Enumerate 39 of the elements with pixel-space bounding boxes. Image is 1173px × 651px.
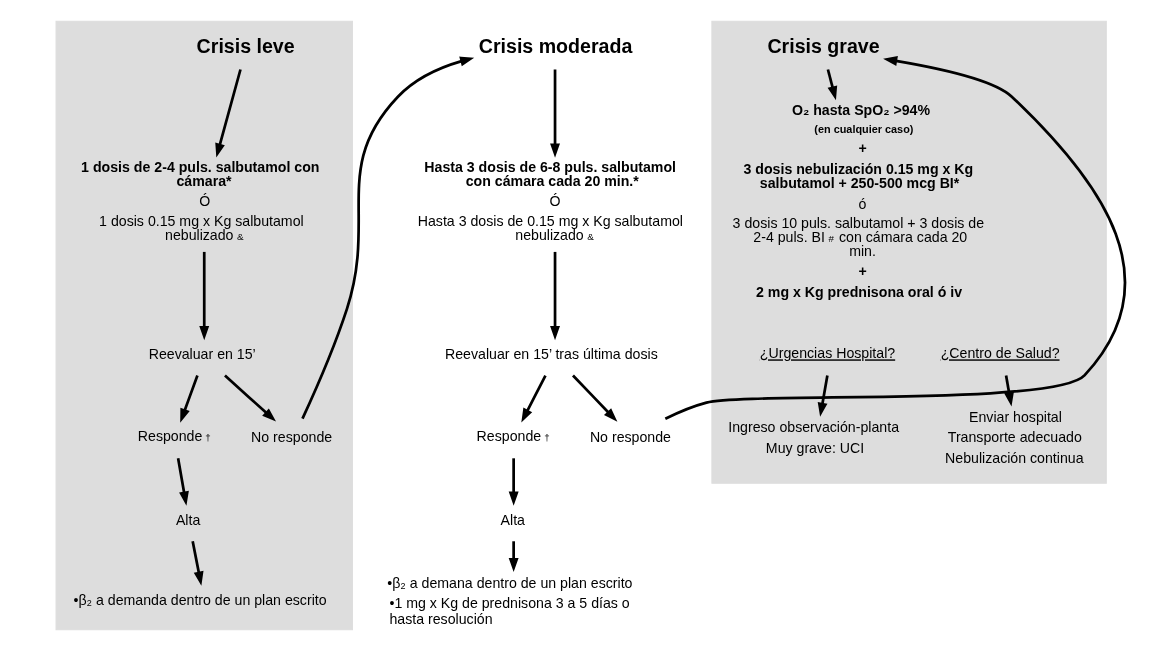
node-text: ¿Centro de Salud? bbox=[940, 345, 1060, 362]
node-text: Ingreso observación-planta Muy grave: UCI bbox=[728, 419, 900, 457]
cluster bbox=[711, 20, 1107, 484]
node-text: Responde† bbox=[476, 428, 550, 445]
arrow bbox=[301, 56, 475, 420]
arrow bbox=[1004, 375, 1014, 407]
node-text: Alta bbox=[500, 512, 525, 529]
arrow bbox=[572, 374, 618, 422]
node-text: Crisis moderada bbox=[478, 35, 633, 58]
arrow bbox=[215, 69, 242, 158]
arrow bbox=[176, 458, 189, 506]
arrow bbox=[508, 458, 519, 506]
node-text: Reevaluar en 15’ tras última dosis bbox=[445, 346, 658, 363]
node-text: No responde bbox=[251, 429, 333, 446]
node-text: Hasta 3 dosis de 6-8 puls. salbutamol con cámara cada 20 min.* Ó Hasta 3 dosis de 0.15 mg x Kg salbutamol nebulizado& bbox=[417, 158, 683, 244]
node-text: •β₂ a demanda dentro de un plan escrito bbox=[73, 592, 327, 609]
node-text: Responde† bbox=[137, 428, 211, 445]
arrow bbox=[664, 56, 1127, 420]
cluster bbox=[55, 20, 353, 631]
arrow bbox=[826, 69, 838, 101]
arrow bbox=[191, 541, 204, 586]
node-text: ¿Urgencias Hospital? bbox=[759, 345, 896, 362]
node-text: •β₂ a demana dentro de un plan escrito •1 mg x Kg de prednisona 3 a 5 días o hasta resolución bbox=[387, 574, 633, 627]
arrow bbox=[180, 375, 199, 423]
arrow bbox=[224, 374, 276, 422]
arrow bbox=[817, 375, 829, 417]
node-text: O₂ hasta SpO₂ >94% (en cualquier caso) + 3 dosis nebulización 0.15 mg x Kg salbutamol + 250-500 mcg BI* ó 3 dosis 10 puls. salbutamol + 3 dosis de 2-4 puls. BI# con cámara cada 20 min. + 2 mg x Kg prednisona oral ó iv bbox=[732, 101, 985, 300]
arrow bbox=[550, 251, 560, 341]
node-text: Crisis leve bbox=[196, 35, 295, 58]
arrow bbox=[508, 541, 519, 573]
node-text: Alta bbox=[175, 512, 201, 529]
arrow bbox=[199, 251, 210, 341]
arrow bbox=[521, 374, 547, 423]
node-text: Crisis grave bbox=[767, 35, 880, 58]
node-text: Enviar hospital Transporte adecuado Nebulización continua bbox=[945, 408, 1084, 466]
node-text: Reevaluar en 15’ bbox=[148, 346, 256, 363]
node-text: 1 dosis de 2-4 puls. salbutamol con cámara* Ó 1 dosis 0.15 mg x Kg salbutamol nebulizado& bbox=[81, 158, 320, 244]
arrow bbox=[550, 69, 560, 158]
node-text: No responde bbox=[589, 429, 671, 446]
